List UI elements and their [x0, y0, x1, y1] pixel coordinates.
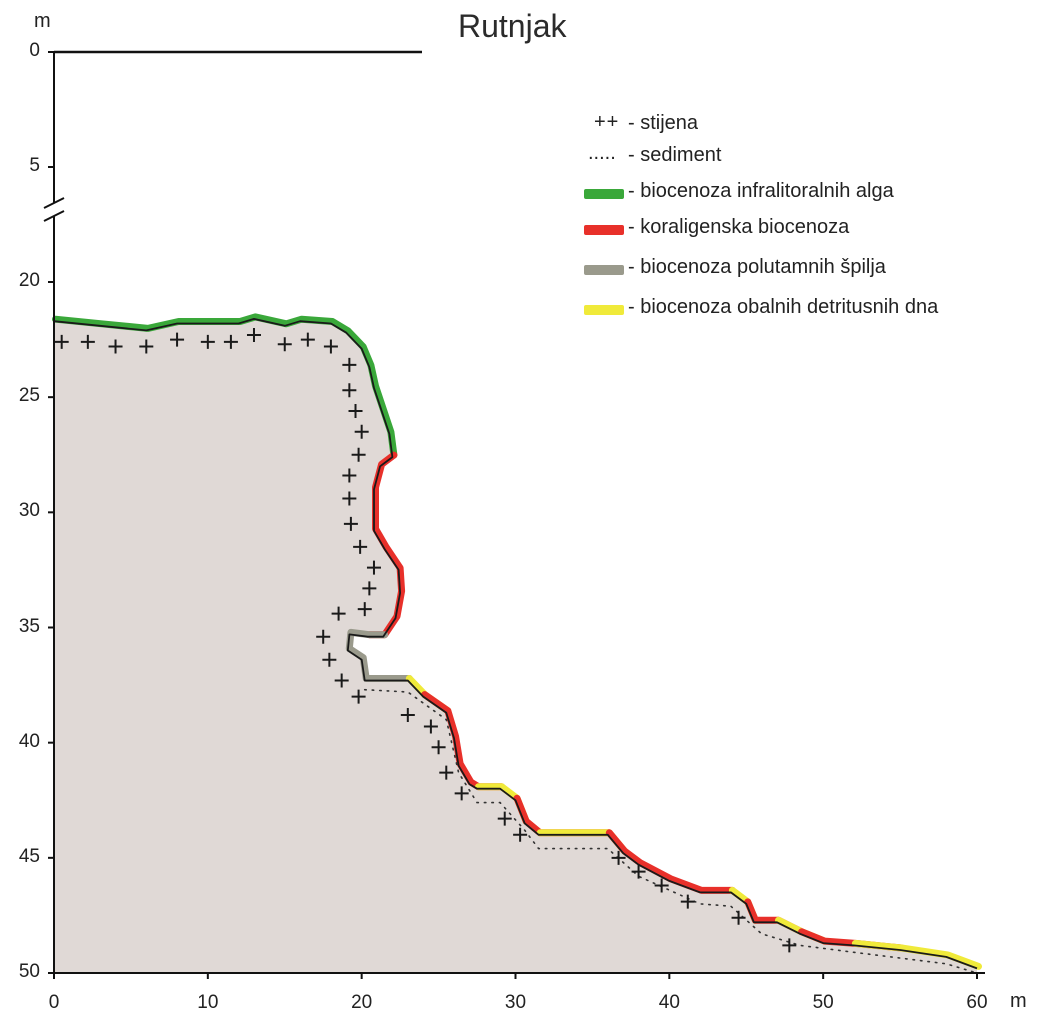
- axis-break-mark: [43, 197, 65, 209]
- biocenosis-zone-infralittoral-algae: [52, 313, 398, 459]
- rock-marker: [631, 864, 646, 879]
- rock-marker: [200, 334, 215, 349]
- rock-marker: [343, 516, 358, 531]
- y-tick-label: 50: [18, 961, 40, 982]
- rock-marker: [513, 827, 528, 842]
- rock-marker: [497, 811, 512, 826]
- legend-label: - koraligenska biocenoza: [628, 216, 850, 238]
- y-tick-label: 35: [18, 615, 40, 637]
- red-swatch: [584, 225, 624, 235]
- legend-label: - biocenoza polutamnih špilja: [628, 256, 886, 278]
- seabed-outline: [53, 318, 978, 970]
- rock-marker: [246, 327, 261, 342]
- biocenosis-zone-coralligenous: [605, 829, 736, 894]
- rock-marker: [342, 357, 357, 372]
- green-swatch: [584, 189, 624, 199]
- y-tick-label: 45: [18, 845, 40, 867]
- rock-marker: [357, 602, 372, 617]
- x-tick-label: 40: [658, 992, 680, 1013]
- rock-marker: [366, 560, 381, 575]
- rock-marker: [400, 708, 415, 723]
- legend-label: - sediment: [628, 144, 722, 166]
- legend-label: - biocenoza obalnih detritusnih dna: [628, 296, 939, 318]
- x-tick-label: 10: [197, 992, 219, 1013]
- y-axis-unit: m: [34, 10, 51, 32]
- axis-break-mark: [43, 210, 65, 222]
- rock-marker: [439, 765, 454, 780]
- rock-marker: [108, 339, 123, 354]
- x-tick-label: 60: [966, 992, 988, 1013]
- rock-marker: [731, 910, 746, 925]
- rock-marker: [316, 629, 331, 644]
- seabed-rock-body: [54, 318, 977, 973]
- y-tick-label: 5: [29, 155, 40, 176]
- rock-marker: [342, 491, 357, 506]
- y-tick-label: 40: [18, 730, 40, 752]
- x-tick-label: 50: [812, 992, 834, 1013]
- rock-marker: [322, 652, 337, 667]
- rock-marker: [170, 332, 185, 347]
- rock-marker: [454, 786, 469, 801]
- yellow-swatch: [584, 305, 624, 315]
- rock-marker: [277, 337, 292, 352]
- rock-marker: [342, 383, 357, 398]
- rock-marker: [54, 334, 69, 349]
- biocenosis-zone-semi-dark-caves: [345, 628, 413, 682]
- chart-title: Rutnjak: [458, 8, 567, 44]
- rock-marker: [80, 334, 95, 349]
- biocenosis-zone-coastal-detritic: [851, 939, 982, 970]
- rock-marker: [223, 334, 238, 349]
- rock-marker: [139, 339, 154, 354]
- rock-marker: [611, 850, 626, 865]
- rock-marker: [353, 539, 368, 554]
- sediment-line: [363, 688, 978, 974]
- x-tick-label: 30: [504, 992, 527, 1013]
- legend-label: - stijena: [628, 112, 699, 134]
- y-tick-label: 0: [29, 40, 40, 61]
- rock-marker: [300, 332, 315, 347]
- rock-marker: [362, 581, 377, 596]
- rock-marker: [680, 894, 695, 909]
- rock-marker: [323, 339, 338, 354]
- rock-marker: [351, 689, 366, 704]
- rock-marker: [423, 719, 438, 734]
- rock-marker: [342, 468, 357, 483]
- x-axis-unit: m: [1010, 990, 1027, 1012]
- rock-marker: [354, 424, 369, 439]
- x-tick-label: 0: [48, 992, 60, 1013]
- x-tick-label: 20: [351, 992, 373, 1013]
- rock-symbol: ++: [594, 111, 620, 133]
- rock-marker: [331, 606, 346, 621]
- rock-marker: [334, 673, 349, 688]
- rock-marker: [431, 740, 446, 755]
- legend-label: - biocenoza infralitoralnih alga: [628, 180, 894, 202]
- sediment-symbol: .....: [588, 142, 616, 164]
- rock-marker: [348, 403, 363, 418]
- rock-marker: [654, 878, 669, 893]
- y-tick-label: 30: [18, 500, 40, 522]
- y-tick-label: 20: [18, 270, 40, 291]
- grey-swatch: [584, 265, 624, 275]
- rock-marker: [351, 447, 366, 462]
- y-tick-label: 25: [18, 385, 40, 407]
- rock-marker: [782, 938, 797, 953]
